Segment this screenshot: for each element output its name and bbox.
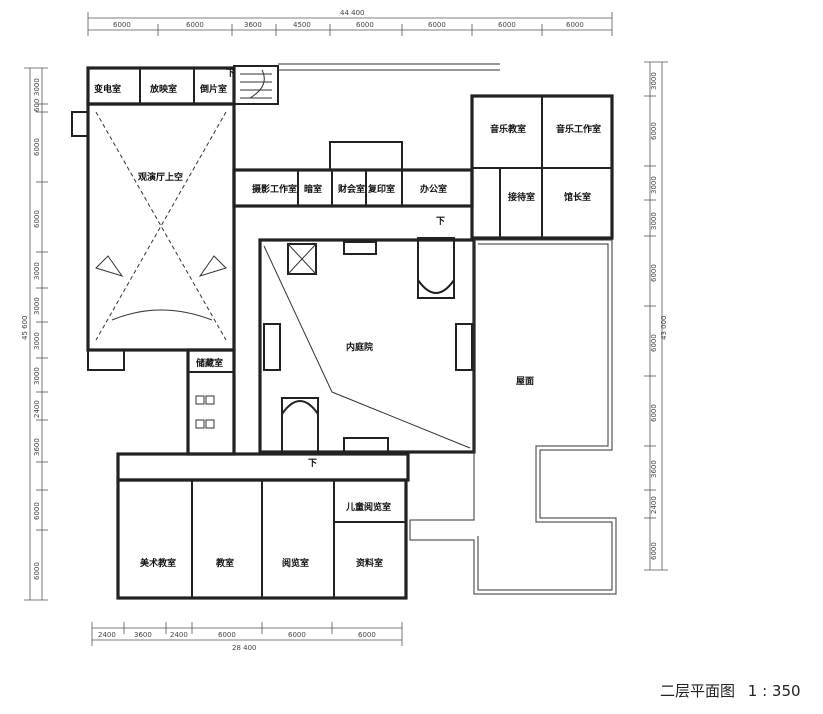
room-label-reception: 接待室: [508, 191, 535, 203]
auditorium-void: 观演厅上空: [71, 102, 236, 371]
dim-label: 600: [33, 99, 41, 112]
room-label-projection: 放映室: [149, 83, 177, 95]
courtyard: 内庭院 下: [258, 237, 476, 469]
dim-label: 6000: [498, 21, 516, 29]
room-label-director: 馆长室: [564, 191, 591, 203]
room-label-copy: 复印室: [367, 183, 395, 195]
room-label-finance: 财会室: [337, 183, 365, 195]
dim-label: 3000: [33, 297, 41, 315]
drawing-title-name: 二层平面图: [660, 682, 736, 700]
top-total-dim: 44 400: [340, 9, 365, 17]
dim-label: 6000: [218, 631, 236, 639]
room-label-children-reading: 儿童阅览室: [345, 501, 391, 513]
room-label-courtyard: 内庭院: [346, 341, 373, 353]
left-dimension-line: 45 600 3000 600 6000 6000 3000 3000 3000…: [21, 67, 48, 601]
right-total-dim: 43 000: [660, 316, 668, 341]
room-label-storage: 储藏室: [196, 357, 223, 369]
dim-label: 2400: [98, 631, 116, 639]
dim-label: 6000: [288, 631, 306, 639]
dim-label: 6000: [428, 21, 446, 29]
music-block: 音乐教室 音乐工作室 接待室 馆长室: [470, 94, 614, 240]
projection-block: 变电室 放映室 倒片室 下: [86, 63, 500, 106]
stair-down-marker: 下: [226, 68, 235, 79]
dim-label: 3000: [33, 262, 41, 280]
drawing-title-scale: 1 : 350: [747, 682, 801, 700]
room-label-dark: 暗室: [304, 183, 322, 195]
roof-area: 屋面: [409, 239, 617, 595]
room-label-office: 办公室: [420, 183, 447, 195]
dim-label: 3600: [33, 438, 41, 456]
dim-label: 6000: [650, 334, 658, 352]
dim-label: 6000: [650, 542, 658, 560]
room-label-music-studio: 音乐工作室: [556, 123, 601, 135]
dim-label: 3000: [650, 212, 658, 230]
room-label-rewind: 倒片室: [199, 83, 227, 95]
dim-label: 3000: [33, 78, 41, 96]
dim-label: 6000: [113, 21, 131, 29]
drawing-title: 二层平面图 1 : 350: [660, 680, 809, 701]
room-label-archive: 资料室: [356, 557, 383, 569]
dim-label: 6000: [358, 631, 376, 639]
room-label-roof: 屋面: [516, 376, 534, 387]
room-label-reading: 阅览室: [282, 557, 309, 569]
dim-label: 3000: [33, 332, 41, 350]
left-total-dim: 45 600: [21, 316, 29, 341]
dim-label: 3600: [244, 21, 262, 29]
room-label-photo: 摄影工作室: [252, 183, 297, 195]
dim-label: 3000: [33, 367, 41, 385]
dim-label: 6000: [650, 264, 658, 282]
dim-label: 2400: [650, 496, 658, 514]
dim-label: 6000: [356, 21, 374, 29]
right-dimension-line: 43 000 3000 6000 3000 3000 6000 6000 600…: [644, 61, 668, 571]
classroom-block: 美术教室 教室 阅览室 儿童阅览室 资料室: [116, 452, 410, 600]
dim-label: 2400: [170, 631, 188, 639]
top-dimension-line: 44 400 6000 6000 3600 4500 6000 6000 600…: [87, 9, 613, 36]
dim-label: 4500: [293, 21, 311, 29]
dim-label: 6000: [33, 210, 41, 228]
bottom-dimension-line: 2400 3600 2400 6000 6000 6000 28 400: [91, 622, 403, 652]
dim-label: 3600: [650, 460, 658, 478]
room-label-art-class: 美术教室: [140, 557, 176, 569]
room-label-music-class: 音乐教室: [490, 123, 526, 135]
room-label-power: 变电室: [94, 83, 121, 95]
dim-label: 3000: [650, 72, 658, 90]
bottom-total-dim: 28 400: [232, 644, 257, 652]
room-label-hall-void: 观演厅上空: [138, 171, 183, 183]
storage-block: 储藏室: [186, 348, 236, 456]
dim-label: 6000: [650, 404, 658, 422]
dim-label: 6000: [650, 122, 658, 140]
dim-label: 6000: [33, 562, 41, 580]
dim-label: 6000: [186, 21, 204, 29]
dim-label: 6000: [33, 138, 41, 156]
dim-label: 3000: [650, 176, 658, 194]
stair-down-marker: 下: [308, 458, 317, 469]
stair-down-marker: 下: [436, 216, 445, 227]
dim-label: 2400: [33, 400, 41, 418]
dim-label: 6000: [566, 21, 584, 29]
dim-label: 6000: [33, 502, 41, 520]
office-strip: 摄影工作室 暗室 财会室 复印室 办公室 下: [232, 141, 474, 227]
room-label-classroom: 教室: [215, 557, 234, 569]
dim-label: 3600: [134, 631, 152, 639]
